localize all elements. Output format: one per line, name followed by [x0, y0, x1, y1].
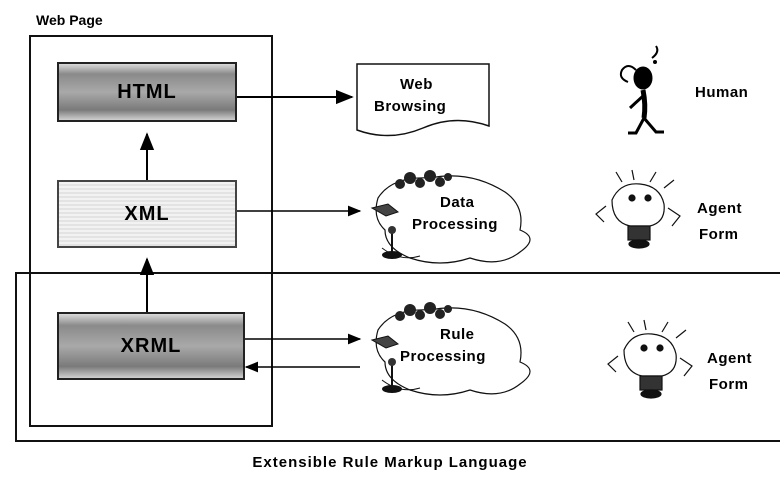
agent-2-label-line1: Agent: [707, 350, 752, 367]
html-box: HTML: [57, 62, 237, 122]
web-browsing-label-line2: Browsing: [374, 98, 447, 115]
xml-box-label: XML: [124, 202, 170, 225]
xrml-box-label: XRML: [120, 334, 182, 357]
human-label: Human: [695, 84, 749, 101]
agent-2-label-line2: Form: [709, 376, 749, 393]
xrml-region-frame: [15, 272, 780, 442]
robot-agent-icon: [607, 319, 693, 399]
rule-processing-label-line1: Rule: [440, 326, 475, 343]
rule-processing-scroll-icon: [370, 302, 531, 396]
agent-1-label-line1: Agent: [697, 200, 742, 217]
human-figure-icon: [619, 45, 664, 135]
data-processing-label-line2: Processing: [412, 216, 498, 233]
xrml-box: XRML: [57, 312, 245, 380]
web-browsing-label-line1: Web: [400, 76, 433, 93]
data-processing-scroll-icon: [370, 170, 531, 264]
xml-box: XML: [57, 180, 237, 248]
agent-1-label-line2: Form: [699, 226, 739, 243]
html-box-label: HTML: [117, 80, 177, 103]
rule-processing-label-line2: Processing: [400, 348, 486, 365]
data-processing-label-line1: Data: [440, 194, 475, 211]
web-page-title: Web Page: [36, 12, 103, 28]
diagram-caption: Extensible Rule Markup Language: [252, 454, 528, 471]
web-browsing-document: [356, 63, 490, 137]
robot-agent-icon: [595, 169, 681, 249]
web-page-frame: [29, 35, 273, 427]
